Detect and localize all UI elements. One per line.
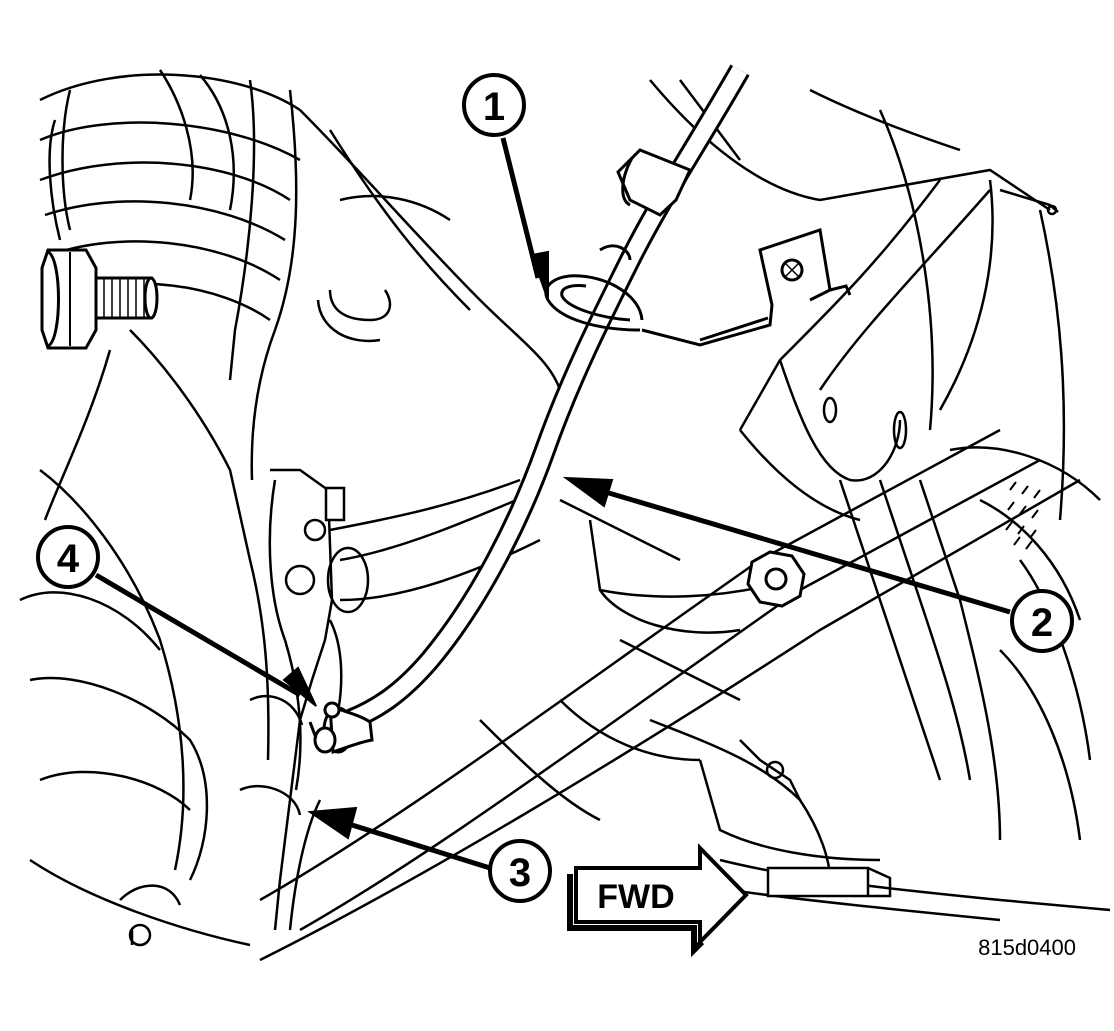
callout-number-2: 2 — [1031, 601, 1053, 645]
fwd-label: FWD — [597, 878, 674, 916]
callout-2: 2 — [1010, 589, 1074, 653]
callout-number-4: 4 — [57, 537, 80, 581]
forward-direction-arrow: FWD — [567, 843, 749, 958]
callout-arrows — [94, 137, 1011, 871]
cable-grommet — [616, 148, 693, 217]
callout-number-1: 1 — [483, 85, 505, 129]
figure-id: 815d0400 — [978, 935, 1076, 960]
callout-number-3: 3 — [509, 851, 531, 895]
lower-control-arm — [259, 109, 1081, 962]
body-frame — [649, 79, 1111, 922]
callout-1: 1 — [462, 73, 526, 137]
callout-4: 4 — [36, 525, 100, 589]
cradle-bolt — [746, 550, 806, 608]
strut-assembly — [19, 79, 298, 947]
steering-knuckle — [239, 468, 346, 931]
cable-retainer-clip — [544, 228, 852, 347]
callout-3: 3 — [488, 839, 552, 903]
vent-holes — [1005, 481, 1041, 550]
strut-bolt — [40, 248, 159, 350]
wheel-speed-sensor — [308, 701, 374, 755]
